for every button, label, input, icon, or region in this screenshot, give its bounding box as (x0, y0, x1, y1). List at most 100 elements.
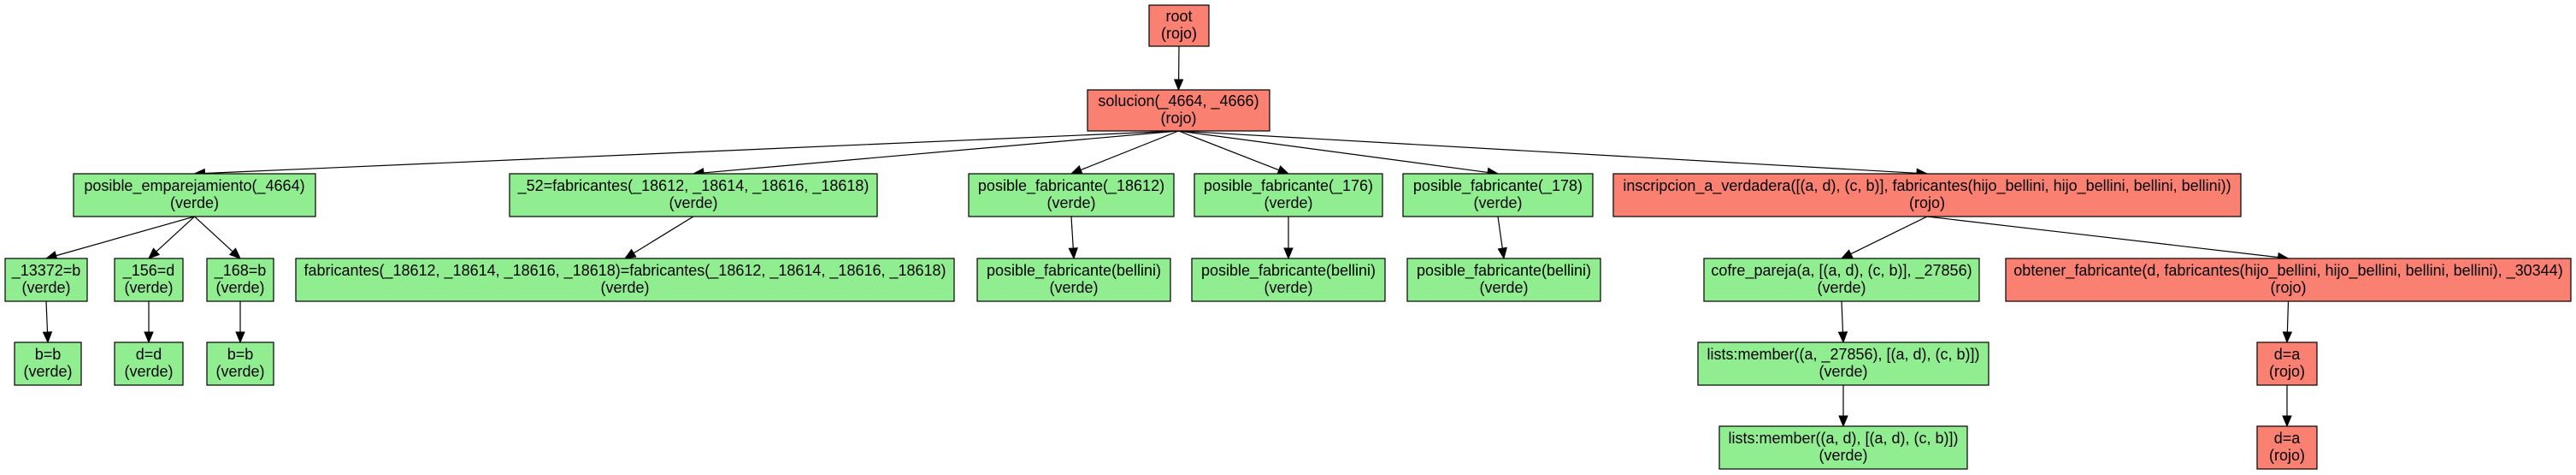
arrowhead (148, 247, 161, 259)
node-box-verde (295, 258, 955, 302)
tree-node: posible_fabricante(bellini)(verde) (1406, 258, 1601, 302)
node-box-rojo (2005, 258, 2572, 302)
arrowhead (1838, 415, 1848, 428)
edge-line (1926, 216, 2278, 258)
node-status: (rojo) (2270, 279, 2306, 296)
tree-node: d=a(rojo) (2256, 341, 2318, 386)
node-box-verde (1406, 258, 1601, 302)
arrowhead (1840, 249, 1854, 259)
node-label: b=b (35, 346, 62, 363)
node-box-verde (976, 258, 1171, 302)
node-label: inscripcion_a_verdadera([(a, d), (c, b)]… (1623, 177, 2231, 195)
node-box-rojo (1087, 89, 1270, 132)
node-label: obtener_fabricante(d, fabricantes(hijo_b… (2013, 262, 2562, 280)
node-status: (verde) (124, 279, 173, 296)
arrowhead (228, 247, 241, 259)
arrowhead (1837, 331, 1848, 344)
edge-line (1178, 130, 1488, 174)
tree-node: obtener_fabricante(d, fabricantes(hijo_b… (2005, 258, 2572, 302)
node-status: (verde) (215, 279, 264, 296)
tree-node: root(rojo) (1148, 4, 1210, 47)
node-status: (verde) (170, 194, 219, 211)
tree-node: _52=fabricantes(_18612, _18614, _18616, … (509, 173, 878, 217)
tree-node: solucion(_4664, _4666)(rojo) (1087, 89, 1270, 132)
tree-node: _13372=b(verde) (4, 258, 88, 302)
node-label: _52=fabricantes(_18612, _18614, _18616, … (517, 177, 869, 195)
tree-node: _156=d(verde) (114, 258, 184, 302)
node-label: posible_fabricante(bellini) (1201, 262, 1376, 280)
node-status: (verde) (1264, 194, 1312, 211)
node-box-verde (206, 341, 274, 386)
tree-node: posible_fabricante(bellini)(verde) (976, 258, 1171, 302)
edge-line (703, 130, 1179, 174)
node-label: posible_fabricante(_176) (1204, 177, 1373, 195)
arrowhead (623, 248, 637, 259)
tree-node: _168=b(verde) (206, 258, 274, 302)
node-label: d=a (2274, 346, 2302, 363)
node-box-rojo (2256, 341, 2318, 386)
node-box-verde (73, 173, 316, 217)
edge-line (1080, 130, 1179, 171)
arrowhead (144, 331, 154, 344)
node-box-verde (1191, 258, 1386, 302)
tree-node: posible_emparejamiento(_4664)(verde) (73, 173, 316, 217)
node-status: (verde) (1049, 279, 1098, 296)
edge-line (1850, 216, 1928, 255)
node-box-verde (114, 258, 184, 302)
tree-node: lists:member((a, d), [(a, d), (c, b)])(v… (1718, 425, 1968, 470)
edge-line (1070, 216, 1074, 249)
node-status: (rojo) (1160, 110, 1196, 127)
edge-line (1178, 130, 1280, 171)
edge-line (1497, 216, 1503, 249)
node-label: fabricantes(_18612, _18614, _18616, _186… (304, 262, 946, 280)
node-box-verde (1194, 173, 1383, 217)
edge-line (45, 300, 49, 333)
arrowhead (1283, 247, 1294, 260)
arrowhead (1173, 79, 1184, 92)
node-status: (rojo) (2269, 447, 2305, 464)
arrowhead (1497, 246, 1507, 260)
tree-node: posible_fabricante(_176)(verde) (1194, 173, 1383, 217)
tree-node: posible_fabricante(_18612)(verde) (968, 173, 1175, 217)
node-label: posible_fabricante(bellini) (1417, 262, 1591, 280)
edge-line (633, 216, 694, 254)
arrowhead (1070, 165, 1083, 175)
node-status: (verde) (1819, 363, 1867, 380)
node-label: lists:member((a, _27856), [(a, d), (c, b… (1707, 346, 1979, 364)
node-status: (rojo) (1161, 25, 1197, 42)
node-box-verde (114, 341, 184, 386)
arrowhead (1068, 247, 1078, 260)
node-box-verde (1718, 425, 1968, 470)
node-label: d=d (136, 346, 162, 363)
node-status: (verde) (1819, 447, 1867, 464)
node-status: (rojo) (2269, 363, 2305, 380)
node-label: posible_fabricante(_178) (1413, 177, 1583, 195)
arrowhead (1276, 165, 1290, 175)
node-box-verde (206, 258, 274, 302)
node-status: (verde) (23, 363, 72, 380)
node-label: posible_emparejamiento(_4664) (84, 177, 304, 195)
node-status: (verde) (1264, 279, 1312, 296)
edge-line (1178, 130, 1918, 174)
arrowhead (2282, 331, 2293, 344)
node-box-rojo (1148, 4, 1210, 47)
node-label: d=a (2274, 430, 2302, 447)
node-box-verde (1697, 341, 1989, 386)
arrowhead (42, 331, 53, 344)
tree-node: inscripcion_a_verdadera([(a, d), (c, b)]… (1612, 173, 2242, 217)
nodes-layer: root(rojo) solucion(_4664, _4666)(rojo)po… (4, 4, 2572, 470)
node-label: lists:member((a, d), [(a, d), (c, b)]) (1728, 430, 1958, 447)
tree-node: b=b(verde) (14, 341, 82, 386)
node-box-verde (1703, 258, 1980, 302)
edge-line (194, 216, 233, 252)
node-status: (verde) (124, 363, 173, 380)
node-status: (verde) (215, 363, 264, 380)
node-status: (verde) (600, 279, 649, 296)
node-box-verde (14, 341, 82, 386)
node-status: (verde) (669, 194, 717, 211)
node-label: posible_fabricante(_18612) (978, 177, 1164, 195)
edge-line (56, 216, 195, 257)
node-status: (verde) (1817, 279, 1866, 296)
tree-node: posible_fabricante(_178)(verde) (1402, 173, 1594, 217)
